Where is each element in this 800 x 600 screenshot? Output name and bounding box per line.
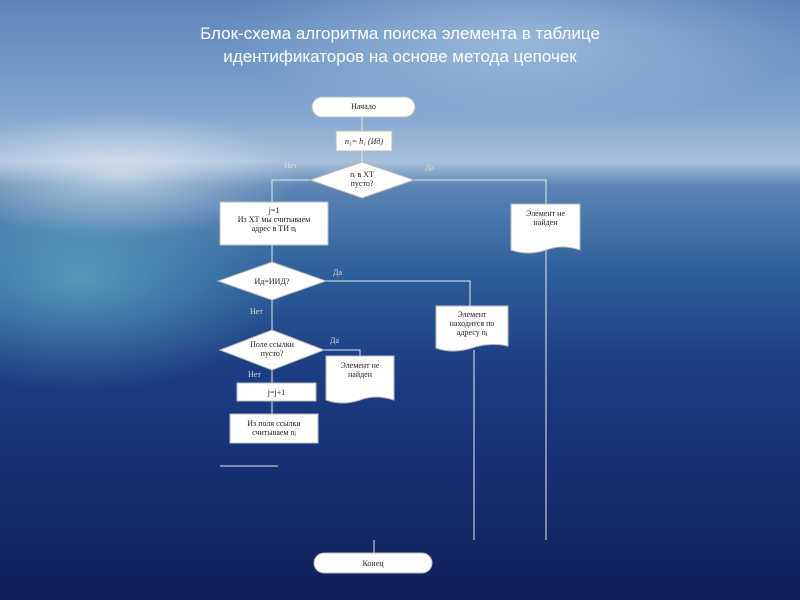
- end-terminator: [313, 552, 433, 574]
- empty-ht-decision: [308, 161, 416, 199]
- not-found-text-2: Элемент не найден: [326, 361, 394, 379]
- increment-box: [236, 382, 317, 402]
- empty-ht-line-1: nᵢ в ХТ: [350, 170, 374, 179]
- end-label: Конец: [362, 559, 384, 568]
- id-compare-decision: [216, 261, 328, 301]
- read-address-line-3: адрес в ТИ nⱼ: [251, 224, 297, 233]
- read-address-line-1: j=1: [268, 206, 280, 215]
- found-text: Элемент находится по адресу nⱼ: [436, 310, 508, 337]
- not-found-2-line-2: найден: [347, 370, 372, 379]
- yes-branch-label-3: Да: [330, 336, 340, 345]
- not-found-1-line-1: Элемент не: [526, 209, 565, 218]
- found-line-1: Элемент: [457, 310, 487, 319]
- empty-ht-line-2: пусто?: [350, 179, 374, 188]
- read-link-line-1: Из поля ссылки: [247, 419, 301, 428]
- link-empty-decision: [218, 329, 326, 371]
- title-line-1: Блок-схема алгоритма поиска элемента в т…: [200, 24, 600, 43]
- no-branch-label-2: Нет: [250, 307, 263, 316]
- link-empty-line-1: Поле ссылки: [250, 340, 294, 349]
- not-found-document-1: [510, 203, 581, 254]
- empty-ht-decision-text: nᵢ в ХТ пусто?: [330, 170, 394, 188]
- read-address-box: [219, 201, 329, 246]
- link-empty-text: Поле ссылки пусто?: [236, 340, 308, 358]
- title-line-2: идентификаторов на основе метода цепочек: [223, 47, 577, 66]
- not-found-document-2: [325, 355, 395, 404]
- start-label: Начало: [351, 102, 376, 111]
- link-empty-line-2: пусто?: [260, 349, 284, 358]
- read-link-box: [229, 413, 319, 444]
- hash-label: n₁= h₁ (Ид): [344, 137, 384, 146]
- not-found-2-line-1: Элемент не: [340, 361, 380, 370]
- not-found-1-line-2: найден: [533, 218, 558, 227]
- found-document: [435, 305, 509, 352]
- increment-label: j=j+1: [267, 388, 286, 397]
- read-link-text: Из поля ссылки считываем nⱼ: [230, 419, 318, 437]
- start-terminator: [311, 96, 416, 118]
- found-line-2: находится по: [449, 319, 495, 328]
- no-branch-label-3: Нет: [248, 370, 261, 379]
- found-line-3: адресу nⱼ: [456, 328, 488, 337]
- not-found-text-1: Элемент не найден: [511, 209, 580, 227]
- yes-branch-label-2: Да: [333, 268, 343, 277]
- read-link-line-2: считываем nⱼ: [252, 428, 296, 437]
- connector-lines: [220, 117, 547, 553]
- read-address-text: j=1 Из ХТ мы считываем адрес в ТИ nⱼ: [220, 206, 328, 233]
- no-branch-label-1: Нет: [284, 161, 297, 170]
- slide-title: Блок-схема алгоритма поиска элемента в т…: [0, 22, 800, 68]
- yes-branch-label-1: Да: [425, 163, 435, 172]
- read-address-line-2: Из ХТ мы считываем: [237, 215, 311, 224]
- id-compare-text: Ид=ИИД?: [254, 277, 290, 286]
- hash-process-box: [335, 130, 393, 152]
